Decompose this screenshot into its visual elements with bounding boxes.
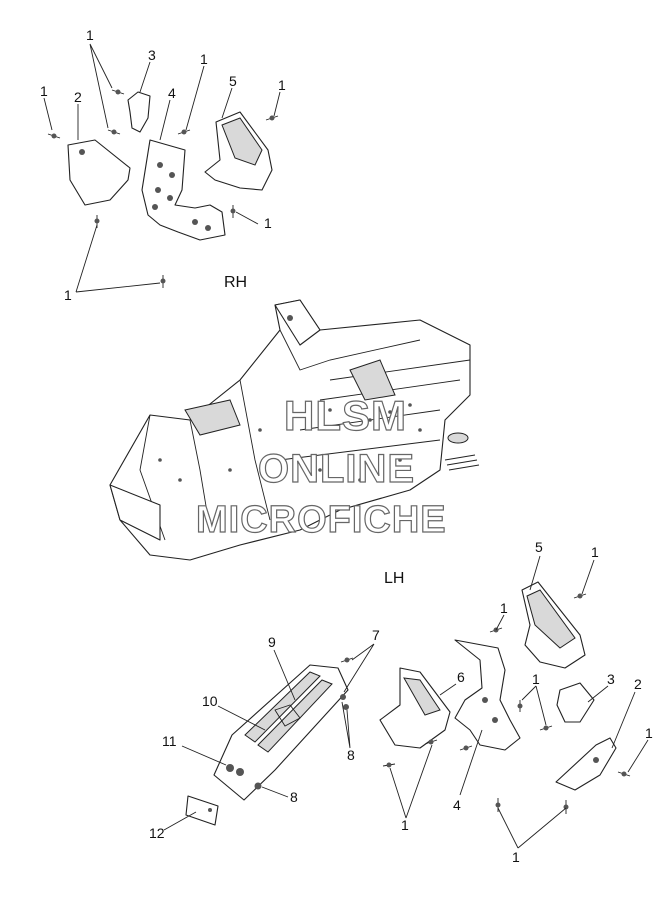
- lh-callout: 1: [500, 600, 508, 616]
- chassis-holes: [158, 403, 422, 482]
- watermark: HLSM ONLINE MICROFICHE: [195, 391, 447, 541]
- rh-callout: 1: [264, 215, 272, 231]
- rh-callout: 3: [148, 47, 156, 63]
- watermark-line-2: ONLINE: [258, 447, 415, 491]
- lh-callout: 3: [607, 671, 615, 687]
- lh-callout: 8: [290, 789, 298, 805]
- lh-side-label: LH: [384, 570, 404, 587]
- lh-callout-labels: 5 1 1 9 7 6 1 3 2 10 8 11 8 4 1 12 1 1: [149, 539, 653, 865]
- lh-callout: 5: [535, 539, 543, 555]
- rh-leader-lines: [43, 43, 281, 293]
- lh-assembly: LH: [149, 539, 653, 865]
- chassis-frame: [109, 299, 480, 561]
- lh-callout: 1: [591, 544, 599, 560]
- rh-callout: 4: [168, 85, 176, 101]
- lh-part-4-plate: [454, 639, 521, 751]
- lh-callout: 2: [634, 676, 642, 692]
- lh-callout: 1: [401, 817, 409, 833]
- lh-leader-lines: [163, 555, 649, 849]
- lh-rivets: [340, 593, 631, 814]
- lh-callout: 6: [457, 669, 465, 685]
- lh-callout: 9: [268, 634, 276, 650]
- rh-part-2-bracket: [67, 139, 131, 206]
- rh-callout: 2: [74, 89, 82, 105]
- lh-part-6-bracket: [379, 667, 451, 749]
- lh-callout: 1: [512, 849, 520, 865]
- lh-part-2-bracket: [555, 737, 617, 791]
- watermark-line-3: MICROFICHE: [196, 499, 447, 541]
- rh-callout: 1: [200, 51, 208, 67]
- rh-callout: 5: [229, 73, 237, 89]
- rh-assembly: 1 1 3 1 1 2 4 5 1 1 RH: [40, 27, 286, 303]
- rh-callout: 1: [64, 287, 72, 303]
- lh-callout: 10: [202, 693, 218, 709]
- watermark-line-1: HLSM: [284, 392, 407, 439]
- lh-part-3-clip: [556, 682, 595, 723]
- lh-part-8-nut: [254, 782, 262, 790]
- rh-callout: 1: [86, 27, 94, 43]
- lh-callout: 12: [149, 825, 165, 841]
- lh-callout: 11: [162, 733, 177, 749]
- rh-part-3-clip: [127, 91, 151, 133]
- lh-callout: 1: [645, 725, 653, 741]
- lh-callout: 7: [372, 627, 380, 643]
- rh-side-label: RH: [224, 274, 247, 291]
- rh-callout: 1: [40, 83, 48, 99]
- lh-callout: 8: [347, 747, 355, 763]
- rh-rivets: [47, 89, 279, 288]
- rh-part-4-plate: [141, 139, 226, 241]
- lh-part-12-plate: [185, 795, 219, 826]
- rh-callout-labels: 1 1 3 1 1 2 4 5 1 1: [40, 27, 286, 303]
- rh-callout: 1: [278, 77, 286, 93]
- lh-callout: 1: [532, 671, 540, 687]
- lh-callout: 4: [453, 797, 461, 813]
